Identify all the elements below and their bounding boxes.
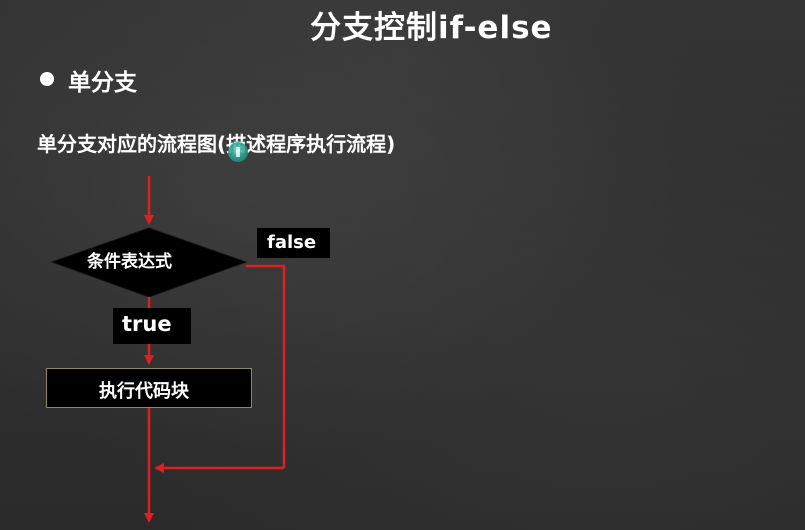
bullet-dot [40,72,54,86]
bullet-heading: 单分支 [68,70,137,96]
false-label-box [257,228,330,258]
action-block [46,368,252,408]
condition-label: 条件表达式 [87,252,172,272]
true-label: true [122,312,172,336]
condition-diamond [50,227,248,298]
flowchart-subtitle: 单分支对应的流程图(描述程序执行流程) [37,132,396,156]
cursor-icon [228,142,248,162]
action-label: 执行代码块 [99,381,189,402]
false-label: false [267,232,317,253]
slide-title: 分支控制if-else [310,10,553,46]
false-branch-line [246,264,286,468]
true-label-box [113,308,191,344]
